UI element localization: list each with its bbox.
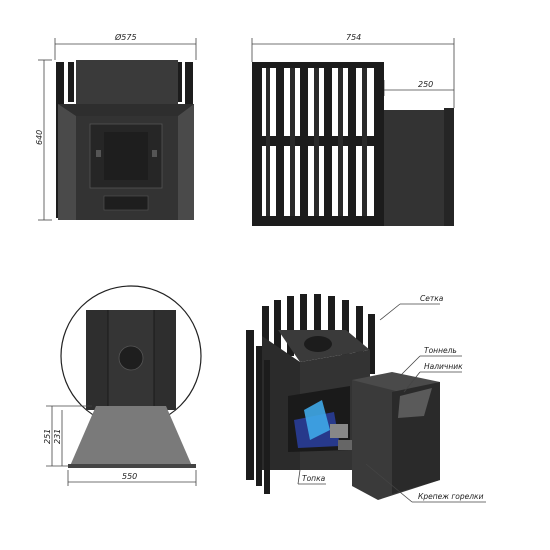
callout-burner-mount: Крепеж горелки <box>418 492 484 501</box>
top-view: 550 251 231 <box>43 285 202 486</box>
callout-tunnel: Тоннель <box>424 346 457 355</box>
iso-view: Сетка Тоннель Наличник Топка Крепеж горе… <box>246 294 486 503</box>
top-height-dimension-inner: 231 <box>53 429 62 444</box>
top-height-dimension-outer: 251 <box>43 429 52 444</box>
front-height-dimension: 640 <box>35 130 44 145</box>
callout-trim: Наличник <box>424 362 463 371</box>
front-width-dimension: Ø575 <box>114 32 137 42</box>
top-width-dimension: 550 <box>122 472 137 481</box>
side-width-dimension: 754 <box>346 33 361 42</box>
side-view: 754 250 <box>251 33 455 226</box>
side-offset-dimension: 250 <box>418 80 433 89</box>
callout-mesh: Сетка <box>420 294 444 303</box>
front-view: Ø575 640 <box>35 32 197 221</box>
callout-firebox: Топка <box>302 474 326 483</box>
